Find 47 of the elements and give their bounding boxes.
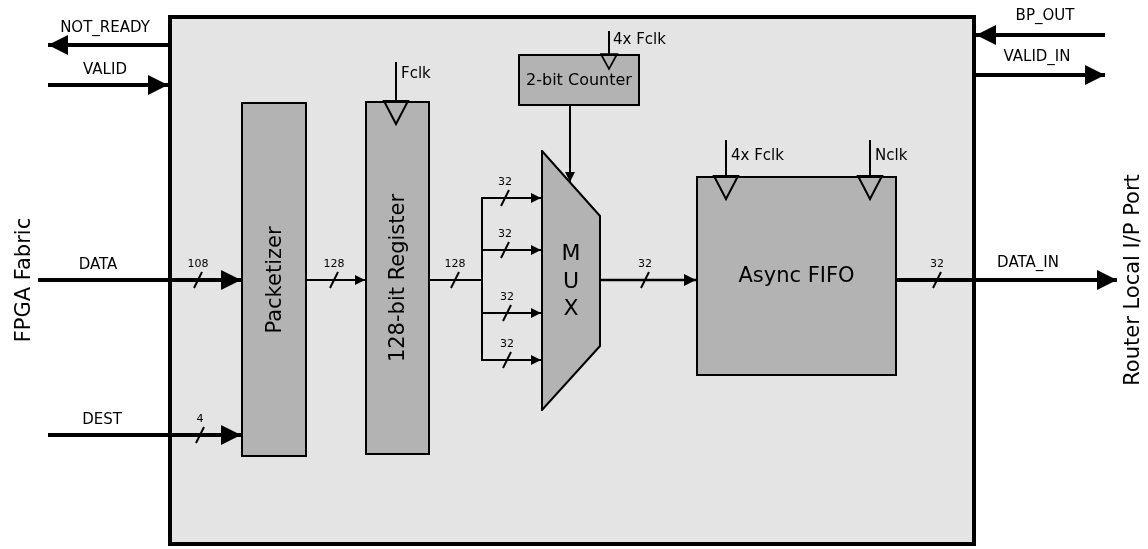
signal-arrow — [48, 35, 168, 55]
signal-arrow — [38, 270, 241, 290]
block-label: 2-bit Counter — [526, 70, 632, 90]
block-label: 128-bit Register — [385, 193, 410, 363]
signal-label: NOT_READY — [60, 18, 150, 36]
bus-width-label: 128 — [323, 257, 345, 270]
clock-input — [857, 139, 883, 200]
signal-label: DATA_IN — [997, 253, 1059, 271]
bus-width-label: 108 — [187, 257, 209, 270]
interface-label: Router Local I/P Port — [1120, 174, 1144, 386]
signal-label: 4x Fclk — [613, 30, 666, 48]
signal-arrow — [48, 425, 241, 445]
clock-input — [600, 30, 618, 70]
bus-width-label: 32 — [498, 175, 512, 188]
counter-block — [518, 54, 640, 106]
signal-label: Nclk — [875, 146, 908, 164]
bus-width-label: 128 — [444, 257, 466, 270]
block-label: Async FIFO — [738, 263, 855, 289]
signal-label: Fclk — [401, 64, 431, 82]
bus-width-label: 32 — [500, 337, 514, 350]
clock-input — [713, 139, 739, 200]
fifo-block — [696, 176, 897, 376]
signal-label: DATA — [78, 255, 118, 273]
bus-width-label: 32 — [498, 227, 512, 240]
bus-width-label: 4 — [196, 412, 204, 425]
signal-arrow — [897, 270, 1117, 290]
bus-width-label: 32 — [500, 290, 514, 303]
clock-input — [383, 61, 409, 125]
register-block — [365, 101, 430, 455]
block-label: MUX — [560, 239, 582, 322]
signal-arrow — [565, 105, 575, 183]
signal-label: VALID_IN — [1003, 47, 1071, 65]
signal-arrow — [601, 273, 696, 287]
module-boundary-box — [168, 15, 976, 546]
signal-label: 4x Fclk — [731, 146, 784, 164]
bus-width-label: 32 — [638, 257, 652, 270]
signal-arrow — [976, 25, 1105, 45]
interface-label: FPGA Fabric — [11, 217, 35, 343]
signal-arrow — [306, 275, 366, 285]
signal-arrow — [48, 75, 168, 95]
signal-arrow — [976, 65, 1105, 85]
signal-label: BP_OUT — [1015, 6, 1075, 24]
packetizer-block — [241, 102, 307, 457]
signal-label: DEST — [82, 410, 122, 428]
bus-width-label: 32 — [930, 257, 944, 270]
block-label: Packetizer — [262, 225, 286, 334]
signal-label: VALID — [83, 60, 127, 78]
